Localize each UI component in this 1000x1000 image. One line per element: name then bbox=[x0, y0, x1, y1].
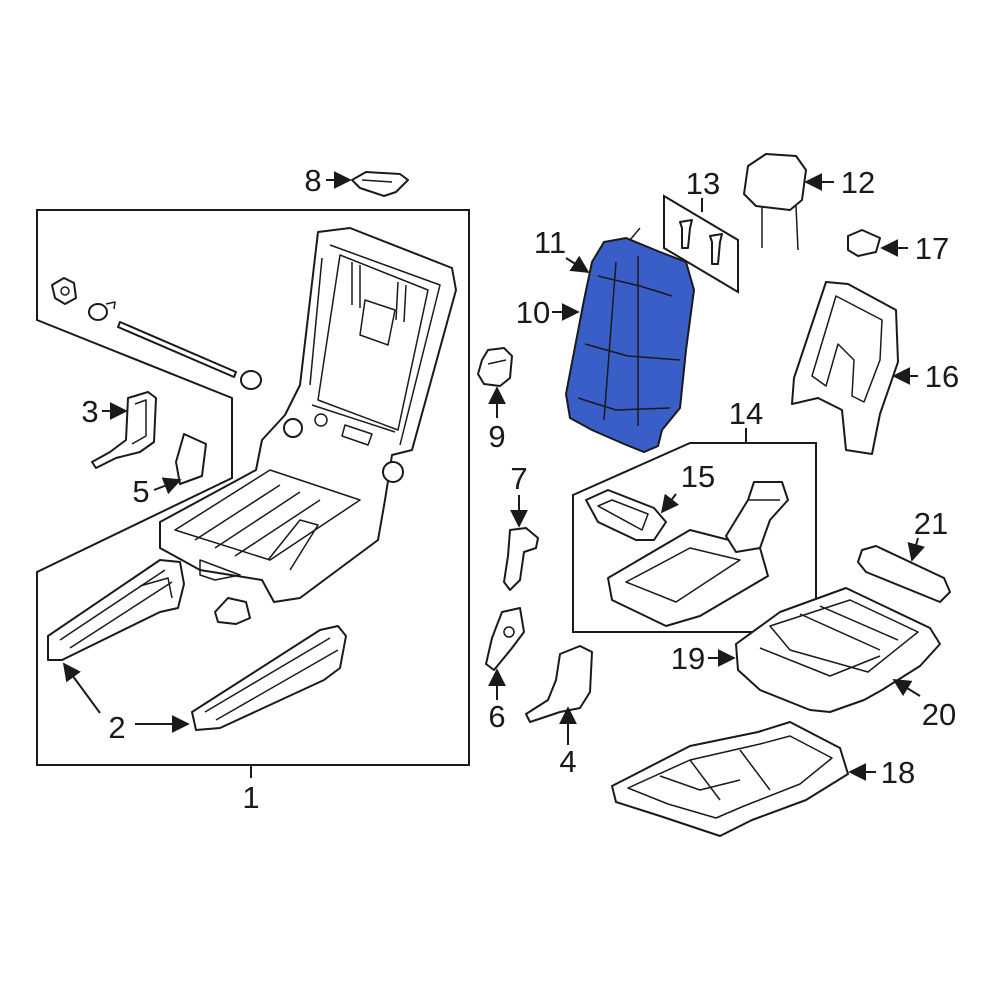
trim-part-21 bbox=[857, 545, 951, 603]
seat-frame-group-outline bbox=[36, 209, 470, 766]
handle-part-9 bbox=[477, 347, 513, 387]
headrest-part-12 bbox=[743, 153, 807, 251]
callout-16: 16 bbox=[925, 359, 959, 394]
callout-2: 2 bbox=[108, 710, 125, 745]
seat-back-cushion bbox=[564, 236, 696, 454]
bushing-parts bbox=[51, 277, 262, 390]
callout-4: 4 bbox=[559, 744, 576, 779]
cupholder-insert-part-15 bbox=[585, 489, 667, 541]
trim-clip-part-8 bbox=[351, 171, 409, 197]
callout-6: 6 bbox=[488, 699, 505, 734]
callout-20: 20 bbox=[922, 697, 956, 732]
callout-5: 5 bbox=[132, 474, 149, 509]
callout-10: 10 bbox=[516, 295, 550, 330]
callout-15: 15 bbox=[681, 459, 715, 494]
armrest-group-outline bbox=[572, 442, 817, 633]
trim-part-7 bbox=[503, 527, 539, 591]
callout-3: 3 bbox=[81, 394, 98, 429]
trim-part-6 bbox=[485, 607, 525, 671]
fastener-kit-part-13 bbox=[663, 194, 739, 294]
seat-cushion-part-19-20 bbox=[735, 587, 941, 713]
callout-9: 9 bbox=[488, 419, 505, 454]
callout-12: 12 bbox=[841, 165, 875, 200]
bracket-part-3 bbox=[91, 391, 157, 469]
callout-14: 14 bbox=[729, 396, 763, 431]
armrest-part-14 bbox=[607, 481, 789, 627]
seat-frame bbox=[159, 227, 457, 603]
callout-13: 13 bbox=[686, 166, 720, 201]
callout-18: 18 bbox=[881, 755, 915, 790]
callout-8: 8 bbox=[304, 163, 321, 198]
callout-11: 11 bbox=[534, 225, 566, 260]
cover-part-5 bbox=[175, 433, 207, 485]
trim-part-4 bbox=[525, 645, 593, 723]
seat-back-cushion-highlighted bbox=[564, 227, 696, 454]
seat-cushion-frame-part-18 bbox=[611, 721, 849, 837]
callout-1: 1 bbox=[242, 780, 259, 815]
callout-7: 7 bbox=[510, 461, 527, 496]
callout-21: 21 bbox=[914, 506, 948, 541]
latch-part bbox=[214, 597, 251, 625]
callout-17: 17 bbox=[915, 231, 949, 266]
callout-19: 19 bbox=[671, 641, 705, 676]
seat-track-lower bbox=[191, 625, 347, 731]
guide-part-17 bbox=[847, 229, 881, 257]
seat-track-upper bbox=[47, 559, 185, 661]
back-panel-part-16 bbox=[791, 281, 899, 455]
